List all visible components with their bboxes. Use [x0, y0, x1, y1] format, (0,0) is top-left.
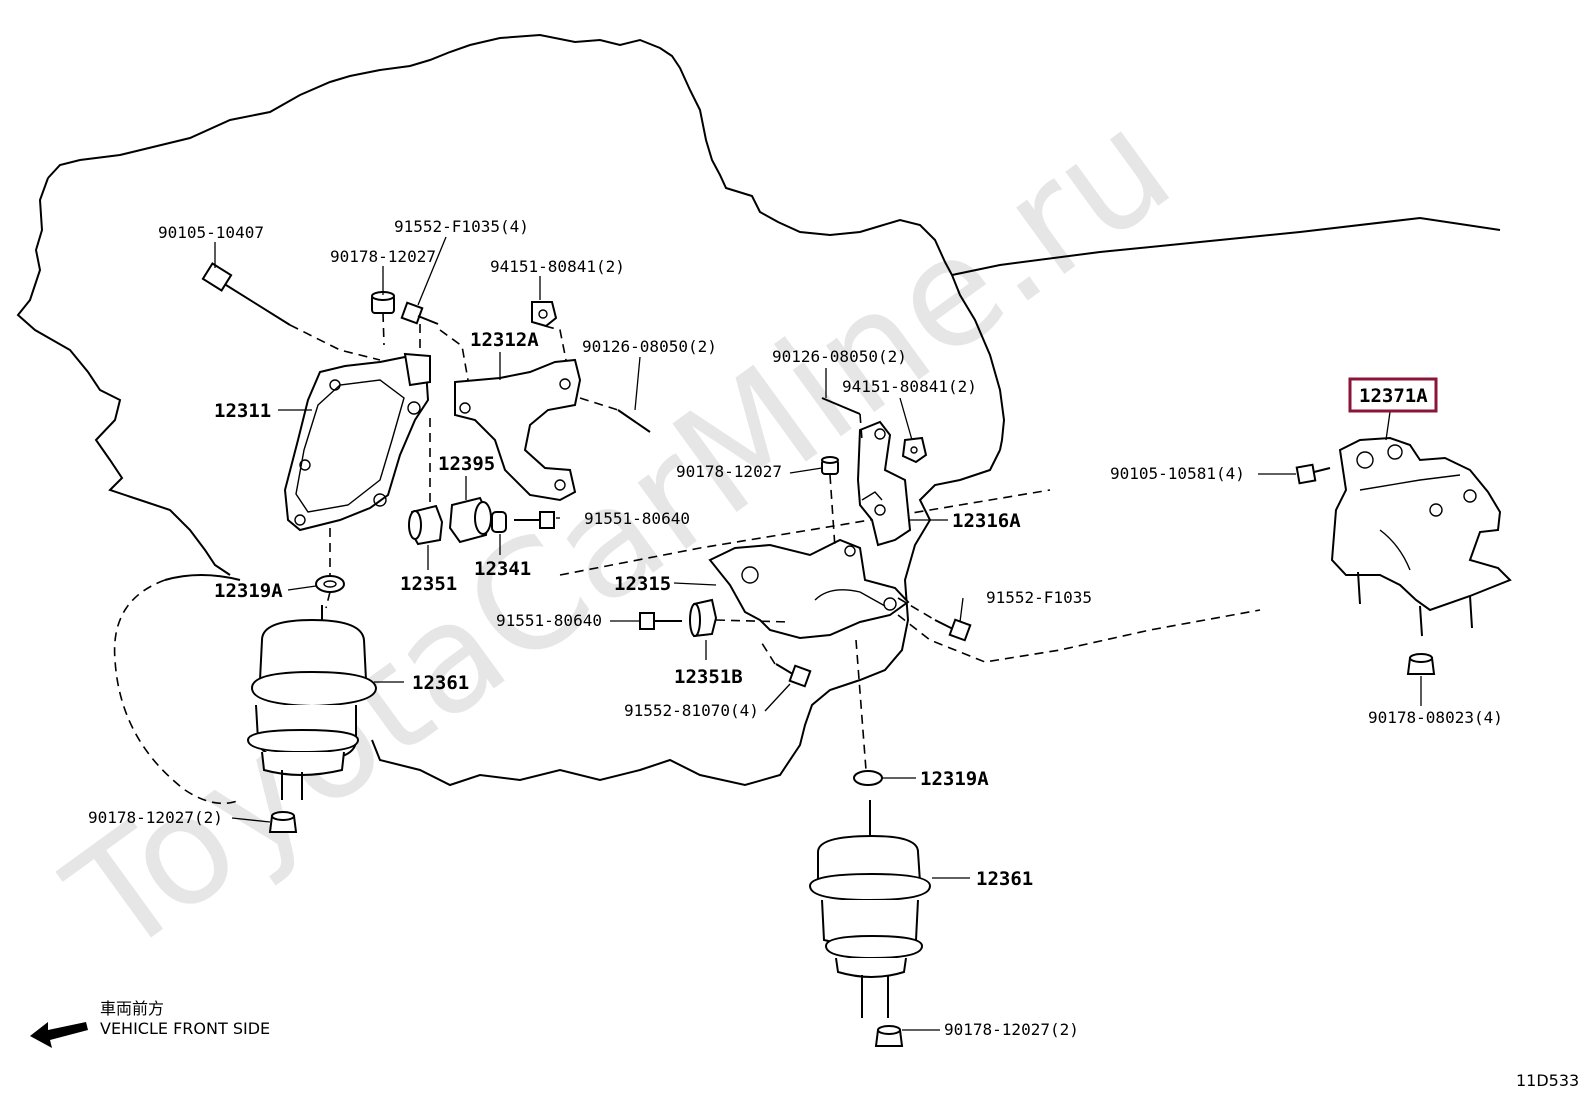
label-90105-10407: 90105-10407 [158, 223, 264, 242]
label-90126-08050-2-left: 90126-08050(2) [582, 337, 717, 356]
label-12351B: 12351B [674, 666, 743, 688]
bushing-12395 [448, 496, 492, 544]
leader-lines [214, 236, 1422, 1031]
plate-12312A [454, 358, 582, 502]
label-12341: 12341 [474, 558, 531, 580]
part-labels: 90105-10407 90178-12027 91552-F1035(4) 9… [88, 217, 1503, 1039]
nut-94151-80841-mid [901, 436, 928, 464]
label-12361-mid: 12361 [976, 868, 1033, 890]
label-91552-81070-4: 91552-81070(4) [624, 701, 759, 720]
label-91551-80640-top: 91551-80640 [584, 509, 690, 528]
bolt-91552-81070-4 [775, 663, 812, 688]
bolt-91552-F1035 [934, 618, 972, 642]
bracket-12316A [856, 420, 912, 547]
label-94151-80841-2-left: 94151-80841(2) [490, 257, 625, 276]
label-90178-12027-top: 90178-12027 [330, 247, 436, 266]
nut-90178-12027-top [371, 291, 395, 314]
label-94151-80841-2-mid: 94151-80841(2) [842, 377, 977, 396]
label-12371A[interactable]: 12371A [1359, 385, 1428, 407]
highlight-box-12371A [1348, 377, 1438, 413]
stud-90126-08050-mid [821, 397, 861, 415]
label-12319A-mid: 12319A [920, 768, 989, 790]
stud-90126-08050-left [617, 409, 651, 433]
label-90126-08050-2-mid: 90126-08050(2) [772, 347, 907, 366]
label-90105-10581-4: 90105-10581(4) [1110, 464, 1245, 483]
engine-outline [16, 33, 1501, 805]
label-12311: 12311 [214, 400, 271, 422]
label-12315: 12315 [614, 573, 671, 595]
bolt-91552-F1035-4 [400, 301, 439, 325]
label-90178-12027-2-bottom: 90178-12027(2) [944, 1020, 1079, 1039]
mount-12361-mid [808, 800, 932, 1018]
label-12316A: 12316A [952, 510, 1021, 532]
label-91552-F1035-4: 91552-F1035(4) [394, 217, 529, 236]
caption-jp: 車両前方 [100, 999, 164, 1018]
nut-90178-08023-4 [1406, 653, 1436, 675]
nut-90178-12027-2-bottom [874, 1025, 904, 1047]
vehicle-front-indicator: 車両前方 VEHICLE FRONT SIDE [30, 999, 270, 1048]
bushing-12351 [408, 504, 444, 546]
washer-12319A-mid [853, 770, 883, 786]
nut-94151-80841-left [531, 301, 558, 328]
washer-12341 [491, 511, 507, 533]
assembly-lines [289, 312, 936, 771]
nut-90178-12027-mid [821, 456, 839, 475]
bolt-90105-10407 [201, 262, 291, 326]
label-90178-08023-4: 90178-08023(4) [1368, 708, 1503, 727]
label-12361-left: 12361 [412, 672, 469, 694]
diagram-id: 11D533 [1516, 1071, 1579, 1090]
label-12319A-left: 12319A [214, 580, 283, 602]
bracket-12311 [283, 352, 431, 532]
mount-12361-left [246, 605, 378, 800]
bolt-91551-80640-top [514, 511, 555, 529]
label-12351: 12351 [400, 573, 457, 595]
bushing-12351B [688, 598, 718, 638]
watermark: ToyotaCarMine.ru [38, 78, 1201, 990]
nut-90178-12027-2-left [268, 811, 298, 833]
bolt-90105-10581-4 [1295, 463, 1331, 485]
bolt-91551-80640-mid [639, 612, 682, 630]
front-arrow-icon [30, 1022, 88, 1048]
label-12312A: 12312A [470, 329, 539, 351]
label-12395: 12395 [438, 453, 495, 475]
label-91551-80640-mid: 91551-80640 [496, 611, 602, 630]
label-91552-F1035: 91552-F1035 [986, 588, 1092, 607]
washer-12319A-left [315, 575, 345, 593]
caption-en: VEHICLE FRONT SIDE [100, 1019, 270, 1038]
label-90178-12027-2-left: 90178-12027(2) [88, 808, 223, 827]
bracket-12315 [708, 538, 910, 640]
mount-12371A [1330, 436, 1512, 637]
label-90178-12027-mid: 90178-12027 [676, 462, 782, 481]
